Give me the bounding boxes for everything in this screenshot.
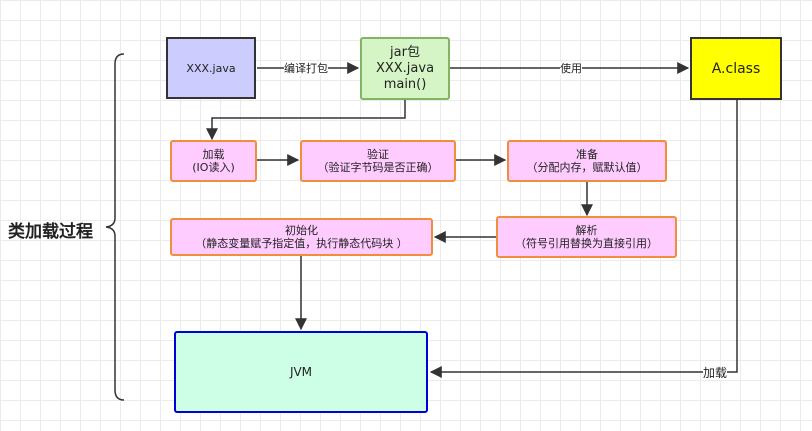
node-resolve-line1: 解析 (575, 224, 598, 237)
node-resolve: 解析 （符号引用替换为直接引用） (496, 216, 677, 258)
node-jvm: JVM (174, 331, 428, 413)
edge-label-use: 使用 (560, 62, 582, 75)
node-class: A.class (690, 37, 782, 100)
node-verify-line1: 验证 (367, 148, 389, 161)
diagram-title: 类加载过程 (8, 222, 93, 242)
node-verify: 验证 （验证字节码是否正确） (300, 140, 456, 182)
node-verify-line2: （验证字节码是否正确） (317, 161, 439, 174)
node-load: 加载 (IO读入) (170, 140, 257, 182)
node-prepare: 准备 （分配内存，赋默认值） (507, 140, 667, 182)
node-init-line2: （静态变量赋予指定值，执行静态代码块 ） (195, 237, 408, 250)
node-jar: jar包 XXX.java main() (360, 37, 450, 100)
node-prepare-line2: （分配内存，赋默认值） (526, 161, 648, 174)
node-init: 初始化 （静态变量赋予指定值，执行静态代码块 ） (170, 218, 433, 256)
node-init-line1: 初始化 (285, 224, 318, 237)
node-jar-line2: XXX.java (375, 60, 435, 76)
edge-label-compile: 编译打包 (284, 62, 328, 75)
edge-label-load: 加载 (703, 366, 728, 380)
node-class-label: A.class (711, 60, 761, 77)
edge-class-to-jvm (429, 100, 738, 378)
node-load-line2: (IO读入) (192, 161, 235, 174)
node-source-label: XXX.java (186, 61, 236, 75)
node-source-java: XXX.java (166, 37, 256, 99)
node-jar-line3: main() (383, 76, 427, 92)
edge-jar-to-load (206, 100, 406, 141)
brace (105, 53, 125, 401)
node-jar-line1: jar包 (390, 44, 420, 60)
node-resolve-line2: （符号引用替换为直接引用） (515, 237, 658, 250)
node-load-line1: 加载 (202, 148, 225, 161)
node-prepare-line1: 准备 (576, 148, 598, 161)
node-jvm-label: JVM (289, 365, 313, 379)
